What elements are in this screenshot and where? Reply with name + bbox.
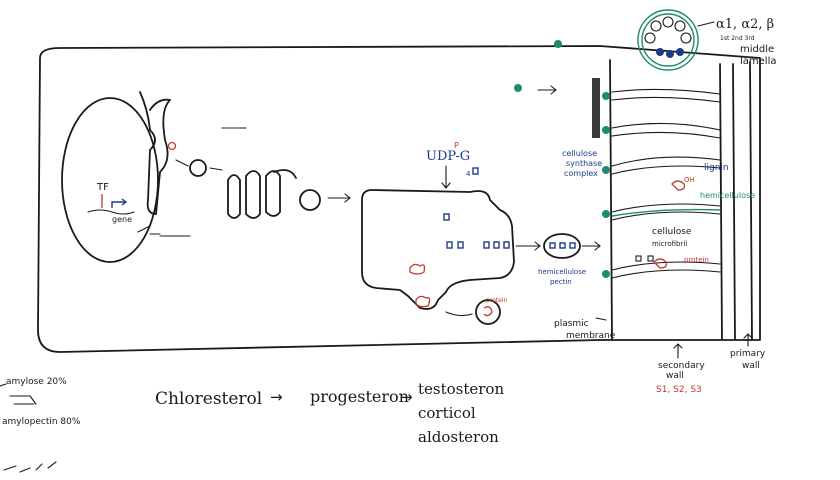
svg-text:secondary: secondary — [658, 361, 705, 371]
udp-sub-label: 4 — [466, 170, 471, 178]
udp-g-label: UDP-G — [426, 149, 470, 164]
cell-outline — [37, 45, 761, 353]
lignin-label: lignin — [704, 163, 729, 173]
svg-text:wall: wall — [666, 371, 684, 381]
wall-glyphs — [635, 180, 686, 269]
primary-wall-line-1 — [732, 63, 736, 341]
golgi-apparatus — [227, 169, 297, 219]
membrane-band — [592, 78, 600, 138]
protein-left-label: protein — [486, 297, 508, 304]
arrow-to-wall — [515, 241, 601, 251]
testosteron-label: testosteron — [418, 380, 504, 398]
primary-wall-arrow — [743, 333, 753, 347]
cortisol-label: corticol — [418, 404, 476, 422]
svg-text:hemicellulose: hemicellulose — [538, 268, 586, 276]
amylose-line — [0, 383, 7, 387]
secondary-wall-inner-line — [609, 59, 613, 341]
exocytosis-vesicle — [543, 233, 581, 259]
gene-label: gene — [112, 215, 132, 224]
amylopectin-label: amylopectin 80% — [2, 417, 81, 427]
secondary-wall-label: secondary wall — [658, 361, 705, 381]
svg-text:primary: primary — [730, 349, 766, 359]
protein-blobs — [409, 263, 501, 325]
svg-text:plasmic: plasmic — [554, 319, 589, 329]
plasmic-membrane-label: plasmic membrane — [554, 319, 616, 341]
svg-text:wall: wall — [742, 361, 760, 371]
svg-text:membrane: membrane — [566, 331, 616, 341]
middle-lamella-label: middle lamella — [740, 44, 776, 67]
cellulose-microfibril-label: cellulose microfibril — [652, 227, 692, 248]
glucose-chains — [443, 213, 510, 249]
progesteron-label: progesteron — [310, 387, 409, 406]
vesicle-1 — [189, 159, 207, 177]
rosette-labels: α1, α2, β — [716, 17, 774, 32]
primary-wall-line-2 — [749, 61, 753, 341]
udp-glucose-box — [472, 167, 479, 175]
arrow-2: → — [400, 388, 413, 406]
cholesterol-label: Chloresterol — [155, 389, 262, 409]
svg-text:cellulose: cellulose — [562, 149, 597, 158]
vesicle-chain — [549, 242, 576, 249]
rosette-pointer — [697, 21, 715, 27]
amylose-label: amylose 20% — [6, 377, 67, 387]
mrna-ribosome — [159, 127, 247, 237]
arrow-1: → — [270, 388, 283, 406]
cellulose-synthase-complex-label: cellulose synthase complex — [562, 149, 602, 178]
compartment — [361, 189, 515, 310]
primary-wall-label: primary wall — [730, 349, 766, 371]
protein-right-label: protein — [684, 256, 709, 264]
svg-text:cellulose: cellulose — [652, 227, 692, 237]
nucleus — [61, 97, 159, 263]
hemicellulose-right-label: hemicellulose — [700, 191, 755, 200]
aldosteron-label: aldosteron — [418, 428, 499, 446]
arrow-vesicle — [175, 159, 351, 203]
svg-text:microfibril: microfibril — [652, 240, 687, 248]
svg-text:complex: complex — [564, 169, 598, 178]
arrow-udp-down — [441, 165, 451, 189]
udp-p-label: P — [454, 141, 459, 150]
rosette-sub: 1st 2nd 3rd — [720, 35, 755, 42]
svg-text:synthase: synthase — [566, 159, 602, 168]
cellulose-fibrils — [611, 88, 721, 279]
tf-label: TF — [96, 182, 109, 193]
oh-label: OH — [684, 176, 695, 184]
rosette-cross-section — [637, 9, 699, 71]
arrow-membrane — [595, 317, 607, 321]
hemicellulose-pectin-label: hemicellulose pectin — [538, 268, 586, 286]
corner-scribble — [3, 461, 57, 473]
svg-text:middle: middle — [740, 44, 774, 55]
svg-text:lamella: lamella — [740, 56, 776, 67]
svg-text:pectin: pectin — [550, 278, 572, 286]
s-layers-label: S1, S2, S3 — [656, 385, 702, 395]
arrow-to-membrane — [537, 85, 557, 95]
vesicle-2 — [299, 189, 321, 211]
arrow-to-vesicle — [445, 311, 473, 317]
synthase-complexes — [514, 40, 610, 278]
secondary-wall-arrow — [673, 343, 683, 359]
endoplasmic-reticulum — [139, 91, 171, 215]
amylopectin-branch — [9, 395, 37, 405]
tf-and-gene: TF gene — [87, 182, 161, 235]
secondary-wall-outer-line — [719, 63, 723, 341]
